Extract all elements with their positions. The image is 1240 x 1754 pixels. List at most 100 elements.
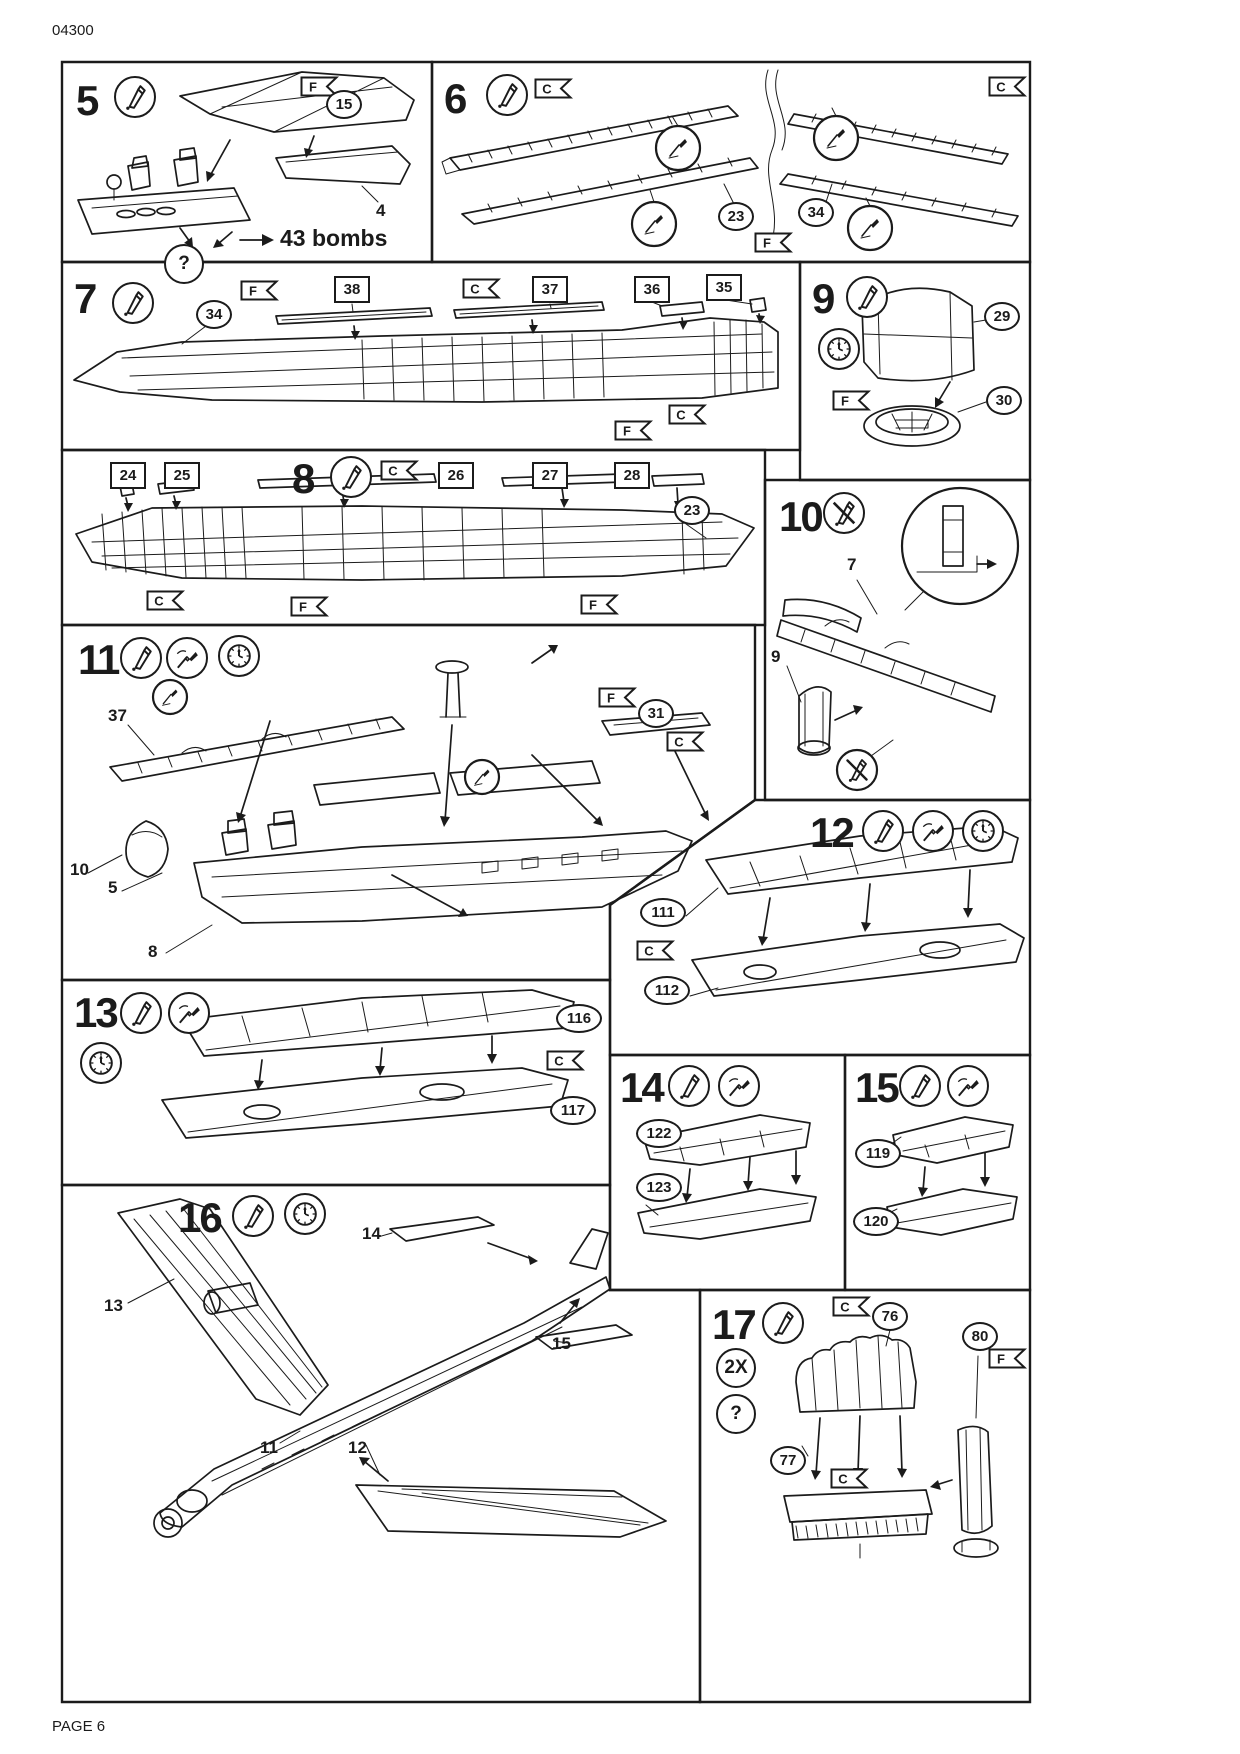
flag-letter: F xyxy=(841,394,849,409)
step-7-number: 7 xyxy=(74,275,97,322)
optional-question-marker: ? xyxy=(164,244,204,284)
step-9-drawing xyxy=(861,287,987,447)
glue-icon xyxy=(862,810,904,852)
step-10-panel: 10 7 9 xyxy=(765,480,1030,800)
step-14-panel: 14 122 123 xyxy=(610,1055,845,1290)
part-callout-119: 119 xyxy=(855,1139,901,1168)
part-box-24: 24 xyxy=(110,462,146,489)
glue-icon xyxy=(120,637,162,679)
step-17-drawing xyxy=(783,1329,999,1559)
color-flag-f: F xyxy=(300,76,340,97)
part-label-12: 12 xyxy=(348,1438,367,1457)
part-callout-77: 77 xyxy=(770,1446,806,1475)
step-9-number: 9 xyxy=(812,275,835,322)
glue-icon xyxy=(330,456,372,498)
step-11-number: 11 xyxy=(78,636,120,683)
color-flag-f: F xyxy=(614,420,654,441)
part-label-15: 15 xyxy=(552,1334,571,1353)
step-16-number: 16 xyxy=(178,1194,223,1241)
color-flag-f: F xyxy=(290,596,330,617)
color-flag-c: C xyxy=(462,278,502,299)
color-flag-c: C xyxy=(146,590,186,611)
paint-icon xyxy=(947,1065,989,1107)
glue-icon xyxy=(762,1302,804,1344)
part-box-38: 38 xyxy=(334,276,370,303)
color-flag-c: C xyxy=(534,78,574,99)
part-box-28: 28 xyxy=(614,462,650,489)
color-flag-f: F xyxy=(580,594,620,615)
step-8-panel: 24 25 8 C 26 27 28 23 C F F xyxy=(62,450,765,625)
bombs-note: 43 bombs xyxy=(280,225,388,251)
glue-icon xyxy=(232,1195,274,1237)
step-14-number: 14 xyxy=(620,1064,665,1111)
part-box-26: 26 xyxy=(438,462,474,489)
flag-letter: F xyxy=(607,691,615,706)
no-glue-icon xyxy=(823,492,865,534)
part-label-37: 37 xyxy=(108,706,127,725)
part-label-10: 10 xyxy=(70,860,89,879)
step-6-panel: 6 C C F 23 34 xyxy=(432,62,1030,262)
color-flag-c: C xyxy=(666,731,706,752)
glue-icon xyxy=(846,276,888,318)
part-label-4: 4 xyxy=(376,201,386,220)
part-box-36: 36 xyxy=(634,276,670,303)
color-flag-c: C xyxy=(832,1296,872,1317)
part-callout-116: 116 xyxy=(556,1004,602,1033)
part-callout-34: 34 xyxy=(798,198,834,227)
part-label-11: 11 xyxy=(260,1438,278,1457)
step-12-panel: 12 111 C 112 xyxy=(610,800,1030,1055)
paint-icon xyxy=(912,810,954,852)
part-label-14: 14 xyxy=(362,1224,381,1243)
color-flag-f: F xyxy=(240,280,280,301)
paint-icon xyxy=(718,1065,760,1107)
flag-letter: F xyxy=(623,424,631,439)
flag-letter: F xyxy=(249,284,257,299)
color-flag-f: F xyxy=(598,687,638,708)
flag-letter: C xyxy=(996,80,1006,95)
flag-letter: F xyxy=(299,600,307,615)
glue-icon xyxy=(486,74,528,116)
step-10-number: 10 xyxy=(779,493,824,540)
step-7-panel: 7 34 F 38 C 37 36 35 C F xyxy=(62,262,800,450)
flag-letter: C xyxy=(542,82,552,97)
clock-icon xyxy=(80,1042,122,1084)
step-6-drawing xyxy=(441,69,1019,252)
clock-icon xyxy=(818,328,860,370)
part-callout-112: 112 xyxy=(644,976,690,1005)
part-box-27: 27 xyxy=(532,462,568,489)
flag-letter: C xyxy=(840,1300,850,1315)
part-label-7: 7 xyxy=(847,555,857,574)
step-5-drawing xyxy=(77,71,415,248)
clock-icon xyxy=(962,810,1004,852)
step-10-drawing xyxy=(776,486,1020,792)
step-9-panel: 9 29 30 F xyxy=(800,262,1030,480)
glue-icon xyxy=(114,76,156,118)
flag-letter: C xyxy=(674,735,684,750)
page-code: 04300 xyxy=(52,22,94,39)
part-callout-15: 15 xyxy=(326,90,362,119)
glue-icon xyxy=(112,282,154,324)
part-label-13: 13 xyxy=(104,1296,123,1315)
part-callout-23: 23 xyxy=(718,202,754,231)
part-box-35: 35 xyxy=(706,274,742,301)
optional-question-marker: ? xyxy=(716,1394,756,1434)
part-callout-123: 123 xyxy=(636,1173,682,1202)
glue-icon xyxy=(899,1065,941,1107)
color-flag-c: C xyxy=(636,940,676,961)
step-7-drawing xyxy=(73,297,779,403)
flag-letter: C xyxy=(388,464,398,479)
step-8-number: 8 xyxy=(292,455,315,502)
step-16-panel: 16 14 13 15 11 12 xyxy=(62,1185,700,1702)
step-15-number: 15 xyxy=(855,1064,900,1111)
step-6-number: 6 xyxy=(444,75,467,122)
flag-letter: F xyxy=(997,1352,1005,1367)
glue-icon xyxy=(120,992,162,1034)
part-callout-120: 120 xyxy=(853,1207,899,1236)
flag-letter: C xyxy=(838,1472,848,1487)
color-flag-f: F xyxy=(754,232,794,253)
page-footer: PAGE 6 xyxy=(52,1718,106,1735)
flag-letter: F xyxy=(763,236,771,251)
flag-letter: F xyxy=(309,80,317,95)
color-flag-c: C xyxy=(668,404,708,425)
flag-letter: F xyxy=(589,598,597,613)
